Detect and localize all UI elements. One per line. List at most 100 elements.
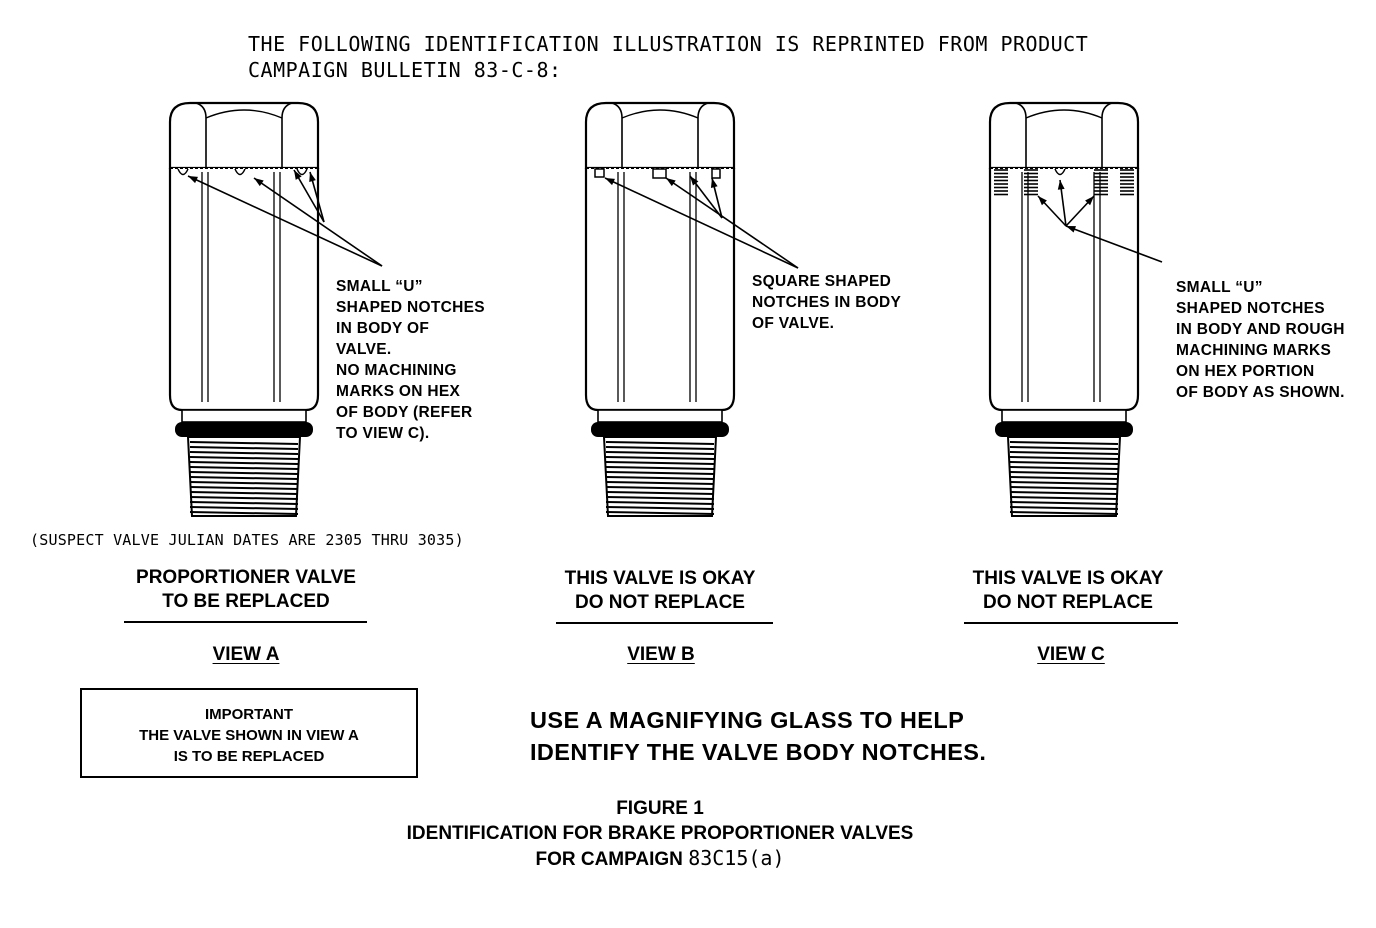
leader-line [665,177,799,269]
figure-number: FIGURE 1 [616,798,704,819]
figure-campaign-line: FOR CAMPAIGN 83C15(a) [300,846,1020,872]
thread-line [1009,446,1119,450]
caption-view-b-line-2: DO NOT REPLACE [575,592,745,613]
thread-line [1009,441,1119,445]
square-notch [594,168,605,178]
caption-view-b: THIS VALVE IS OKAY DO NOT REPLACE [510,567,810,615]
thread-line [1009,456,1119,460]
thread-line [189,486,299,490]
thread-line [605,471,715,475]
important-box: IMPORTANT THE VALVE SHOWN IN VIEW A IS T… [80,688,418,778]
important-line-2: THE VALVE SHOWN IN VIEW A [139,727,359,744]
thread-line [189,441,299,445]
hex-chamfer [621,109,699,119]
valve-neck [597,409,723,423]
important-line-3: IS TO BE REPLACED [173,748,325,765]
arrowhead [1066,226,1076,233]
thread-line [1009,506,1119,510]
arrowhead [1057,180,1065,190]
valve-body [988,168,1140,412]
callout-view-c: SMALL “U” SHAPED NOTCHES IN BODY AND ROU… [1176,279,1345,401]
callout-view-b: SQUARE SHAPED NOTCHES IN BODY OF VALVE. [752,273,902,332]
intro-text: THE FOLLOWING IDENTIFICATION ILLUSTRATIO… [248,31,1088,83]
view-a-label: VIEW A [212,644,280,665]
magnify-line-2: IDENTIFY THE VALVE BODY NOTCHES. [530,739,987,765]
arrowhead [710,178,718,188]
arrowhead [309,172,316,182]
square-notch [652,168,667,179]
thread-line [189,461,299,465]
valve-neck [1001,409,1127,423]
hex-cap [988,101,1140,170]
arrowhead [605,178,615,186]
thread-line [1009,481,1119,485]
figure-title: IDENTIFICATION FOR BRAKE PROPORTIONER VA… [406,823,914,844]
thread-line [189,471,299,475]
arrowhead [690,176,699,186]
divider-view-b [556,622,773,624]
square-notch [711,168,721,179]
thread-line [605,491,715,495]
thread-line [1009,486,1119,490]
intro-line-1: THE FOLLOWING IDENTIFICATION ILLUSTRATIO… [248,32,1089,56]
callout-view-a: SMALL “U” SHAPED NOTCHES IN BODY OF VALV… [336,278,485,442]
thread-line [189,466,299,470]
thread-line [605,481,715,485]
thread-line [605,506,715,510]
o-ring [591,422,729,437]
valve-b-drawing [584,101,736,517]
thread-line [605,496,715,500]
hex-chamfer [1025,109,1103,119]
thread-line [189,456,299,460]
magnifying-glass-note: USE A MAGNIFYING GLASS TO HELP IDENTIFY … [530,704,986,768]
thread-line [189,476,299,480]
leader-line [604,177,799,269]
u-notch [1054,168,1066,176]
thread-line [1009,491,1119,495]
thread-line [605,461,715,465]
view-b-label: VIEW B [627,644,695,665]
thread-line [189,481,299,485]
leader-line [187,175,383,267]
leader-line [253,177,383,267]
thread-line [605,441,715,445]
leader-line [293,169,325,223]
intro-line-2: CAMPAIGN BULLETIN 83-C-8: [248,58,562,82]
thread-line [605,511,715,515]
divider-view-a [124,621,367,623]
hex-cap [168,101,320,170]
thread-line [189,496,299,500]
thread-line [189,506,299,510]
thread-line [605,456,715,460]
arrowhead [1038,196,1047,206]
magnify-line-1: USE A MAGNIFYING GLASS TO HELP [530,707,965,733]
thread-line [1009,496,1119,500]
leader-lines [187,169,1163,269]
arrowhead [254,178,264,187]
thread-line [1009,451,1119,455]
figure-campaign-code: 83C15(a) [688,846,785,870]
thread-line [1009,476,1119,480]
figure-caption: FIGURE 1 IDENTIFICATION FOR BRAKE PROPOR… [300,796,1020,872]
caption-view-a-line-1: PROPORTIONER VALVE [136,567,356,588]
leader-line [1065,225,1163,263]
valve-body [168,168,320,412]
view-c-label: VIEW C [1037,644,1105,665]
thread-line [1009,511,1119,515]
arrowhead [294,170,302,180]
caption-view-c: THIS VALVE IS OKAY DO NOT REPLACE [918,567,1218,615]
divider-view-c [964,622,1178,624]
caption-view-c-line-2: DO NOT REPLACE [983,592,1153,613]
thread-line [1009,466,1119,470]
caption-view-a-line-2: TO BE REPLACED [162,591,330,612]
o-ring [175,422,313,437]
thread-line [1009,471,1119,475]
thread-line [189,451,299,455]
thread-line [189,501,299,505]
suspect-dates-note: (SUSPECT VALVE JULIAN DATES ARE 2305 THR… [30,531,464,549]
valve-neck [181,409,307,423]
thread-line [189,491,299,495]
thread-line [189,446,299,450]
thread-line [605,476,715,480]
